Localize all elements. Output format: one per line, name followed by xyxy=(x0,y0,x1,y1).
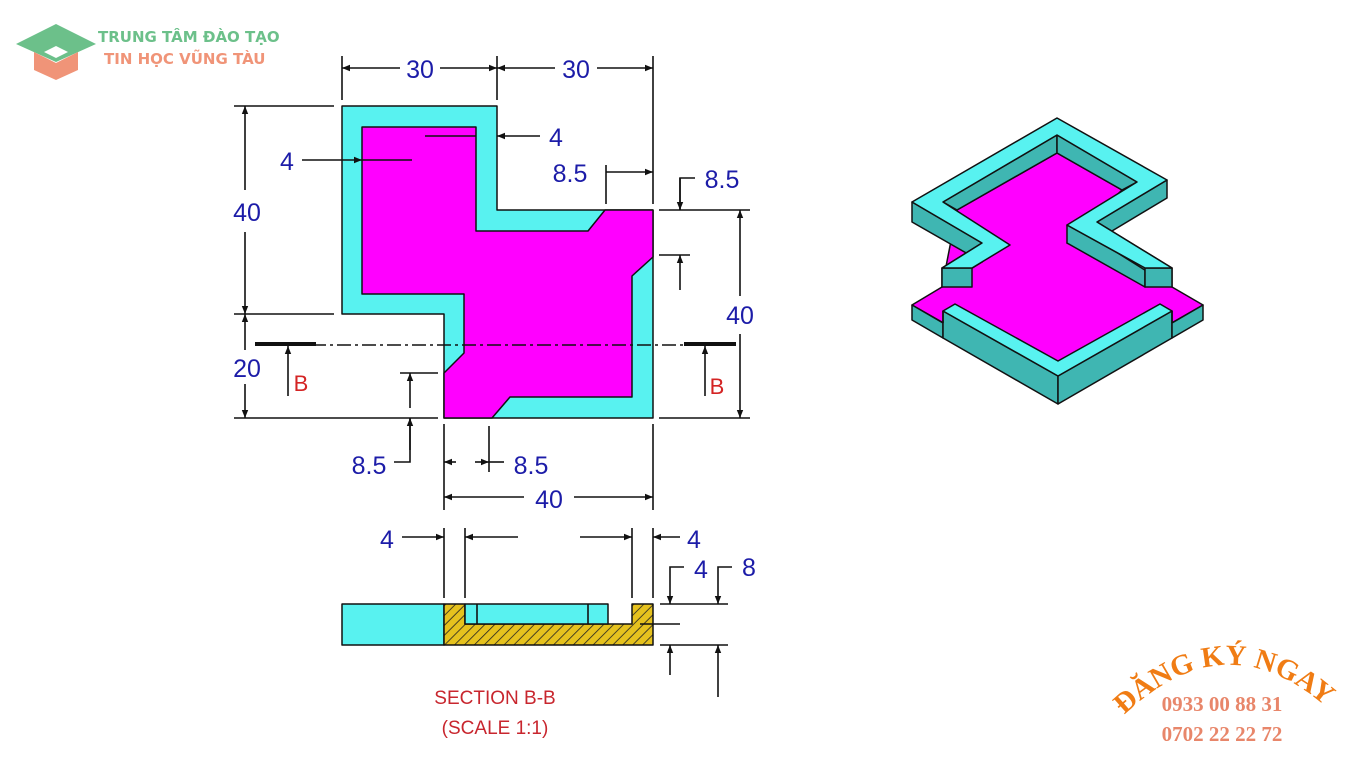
section-scale: (SCALE 1:1) xyxy=(442,718,549,739)
dim-left-lower: 20 xyxy=(233,355,261,383)
section-mark-left: B xyxy=(294,371,309,396)
section-view: 4 4 4 8 SECTION B-B (SCALE 1:1) xyxy=(341,526,756,739)
isometric-view xyxy=(911,117,1204,405)
promo-phone-2[interactable]: 0702 22 22 72 xyxy=(1162,722,1283,746)
dim-section-right-wall: 4 xyxy=(687,526,701,554)
section-title: SECTION B-B xyxy=(434,688,555,709)
dim-right-height: 40 xyxy=(726,302,754,330)
dim-left-wall: 4 xyxy=(280,148,294,176)
dim-top-left-width: 30 xyxy=(406,56,434,84)
dim-chamfer-bottom-h: 8.5 xyxy=(514,452,549,480)
dim-section-left-wall: 4 xyxy=(380,526,394,554)
promo-phone-1[interactable]: 0933 00 88 31 xyxy=(1162,692,1283,716)
dim-bottom-width: 40 xyxy=(535,486,563,514)
section-mark-right: B xyxy=(710,374,725,399)
graduation-cap-icon xyxy=(16,24,96,80)
plan-floor xyxy=(361,126,654,419)
dim-top-right-width: 30 xyxy=(562,56,590,84)
plan-view: 30 30 4 4 8.5 8.5 40 40 20 xyxy=(233,56,754,514)
dim-section-floor: 4 xyxy=(694,556,708,584)
logo-line1: TRUNG TÂM ĐÀO TẠO xyxy=(98,27,280,46)
logo-line2: TIN HỌC VŨNG TÀU xyxy=(104,49,265,68)
logo: TRUNG TÂM ĐÀO TẠO TIN HỌC VŨNG TÀU xyxy=(16,24,280,80)
dim-chamfer-right-v: 8.5 xyxy=(705,166,740,194)
dim-chamfer-bottom-v: 8.5 xyxy=(352,452,387,480)
promo-register: ĐĂNG KÝ NGAY 0933 00 88 31 0702 22 22 72 xyxy=(1107,639,1340,746)
dim-top-wall: 4 xyxy=(549,124,563,152)
dim-chamfer-top-h: 8.5 xyxy=(553,160,588,188)
dim-left-height: 40 xyxy=(233,199,261,227)
dim-section-height: 8 xyxy=(742,554,756,582)
